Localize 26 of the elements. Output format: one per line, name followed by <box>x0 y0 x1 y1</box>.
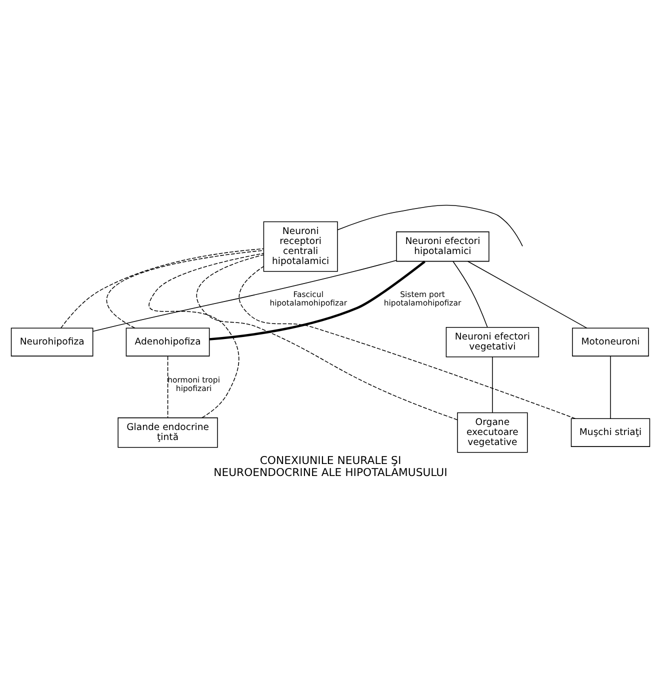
connector <box>106 250 264 328</box>
edge-label: Fascicul hipotalamohipofizar <box>270 290 348 308</box>
connector <box>196 254 458 420</box>
edge-label: Sistem port hipotalamohipofizar <box>384 290 462 308</box>
node-box: Neuroni receptori centrali hipotalamici <box>263 220 338 272</box>
node-box: Neurohipofiza <box>10 327 94 356</box>
connector <box>238 266 576 418</box>
connector <box>337 204 523 246</box>
edge-label: hormoni tropi hipofizari <box>168 374 220 393</box>
node-box: Glande endocrine ţintă <box>118 416 218 448</box>
connector <box>167 355 168 418</box>
connector <box>209 260 426 340</box>
node-box: Adenohipofiza <box>126 327 210 356</box>
connector <box>492 356 493 412</box>
node-box: Neuroni efectori hipotalamici <box>396 230 490 262</box>
connector <box>610 355 611 418</box>
node-box: Organe executoare vegetative <box>457 412 528 452</box>
connector <box>60 248 264 328</box>
node-box: Neuroni efectori vegetativi <box>446 326 540 357</box>
connector <box>92 259 397 332</box>
diagram-title: CONEXIUNILE NEURALE ŞI NEUROENDOCRINE ALE HIPOTALAMUSULUI <box>214 454 448 478</box>
connector <box>452 260 488 328</box>
connector <box>148 252 264 418</box>
node-box: Muşchi striaţi <box>570 418 650 446</box>
connector <box>467 260 588 328</box>
node-box: Motoneuroni <box>572 327 649 356</box>
